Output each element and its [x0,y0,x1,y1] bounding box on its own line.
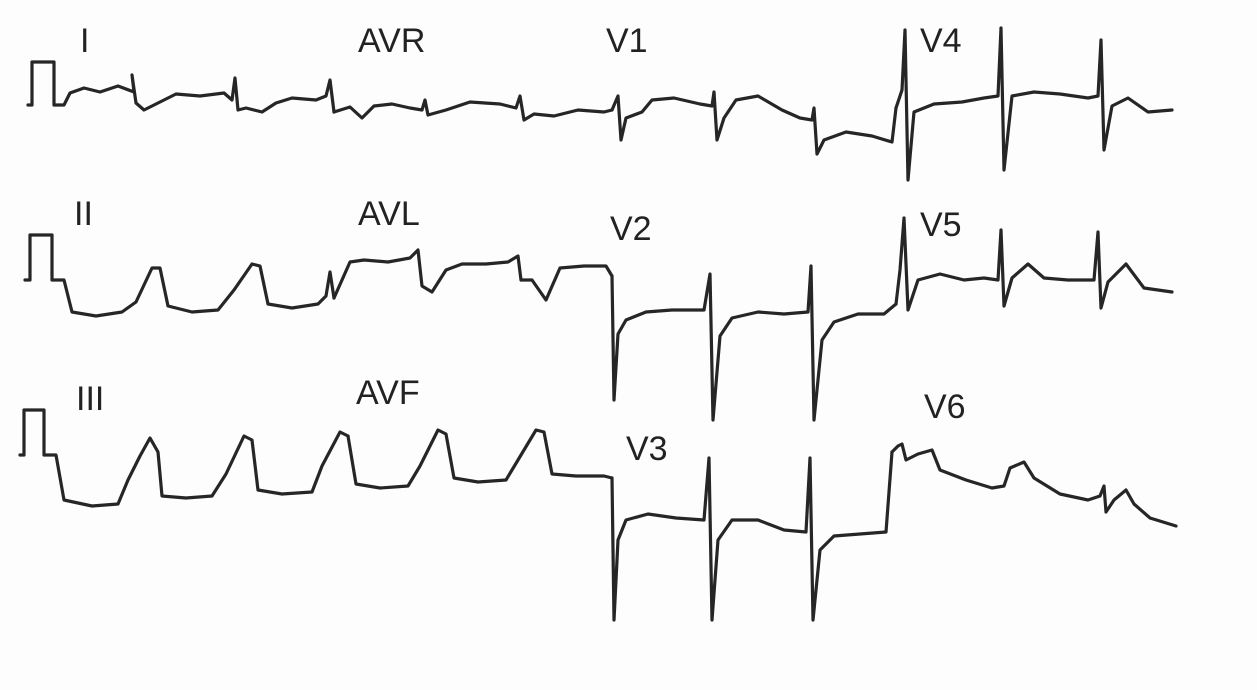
lead-label-avl: AVL [358,195,420,233]
trace-lead-v5 [894,216,1174,312]
lead-label-i: I [80,22,89,60]
trace-lead-avr [332,94,614,122]
trace-lead-i [26,60,336,114]
lead-label-v4: V4 [920,22,962,60]
lead-label-avf: AVF [356,374,420,412]
trace-lead-v6 [890,442,1178,528]
trace-lead-avl [332,248,614,302]
lead-label-v6: V6 [924,388,966,426]
lead-label-avr: AVR [358,22,425,60]
trace-lead-v2 [610,264,898,422]
trace-lead-v1 [610,90,898,156]
lead-label-v1: V1 [606,22,648,60]
lead-label-v3: V3 [626,430,668,468]
trace-lead-ii [23,233,336,318]
lead-label-ii: II [74,195,93,233]
lead-label-v2: V2 [610,210,652,248]
trace-lead-iii [18,408,350,508]
trace-lead-v4 [894,26,1174,182]
lead-label-iii: III [76,380,104,418]
lead-label-v5: V5 [920,206,962,244]
trace-lead-avf [346,428,614,490]
trace-lead-v3 [610,450,894,622]
